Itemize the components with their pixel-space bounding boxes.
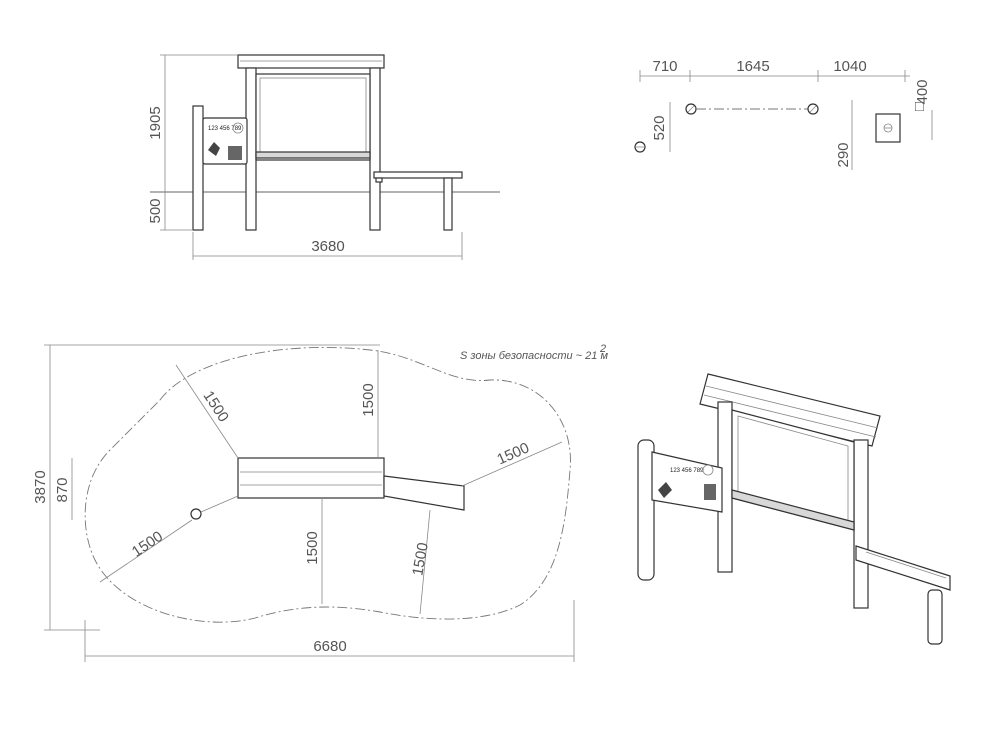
panel-numbers: 123 456 789 [208, 126, 242, 132]
dim-1645: 1645 [736, 58, 769, 75]
iso-game-panel [651, 451, 723, 513]
dim-290: 290 [835, 142, 852, 167]
plan-board [237, 457, 385, 499]
dim-3870: 3870 [32, 470, 49, 503]
dim-width-3680: 3680 [311, 238, 344, 255]
iso-panel-post [637, 439, 655, 581]
radius-label-5: 1500 [304, 531, 321, 564]
panel-post [192, 105, 204, 231]
board-shelf [255, 151, 371, 159]
radius-label-2: 1500 [360, 383, 377, 416]
iso-bench-leg [927, 589, 943, 645]
dim-400: 400 [914, 79, 931, 104]
plan-post [190, 508, 202, 520]
dim-520: 520 [651, 115, 668, 140]
safety-zone-plan: 1500 1500 1500 1500 1500 1500 S зоны без… [32, 343, 608, 662]
iso-panel-numbers: 123 456 789 [670, 468, 704, 474]
bench-leg [443, 177, 453, 231]
radius-label-1: 1500 [200, 388, 232, 425]
iso-roof [699, 373, 881, 447]
dim-height-1905: 1905 [147, 106, 164, 139]
radius-label-3: 1500 [494, 439, 531, 468]
safety-zone-outline [84, 347, 571, 623]
area-superscript: 2 [599, 343, 606, 355]
front-view: 123 456 789 1905 500 3680 [147, 54, 500, 260]
radius-label-4: 1500 [409, 541, 432, 577]
dim-1040: 1040 [833, 58, 866, 75]
roof [237, 54, 385, 69]
iso-post-right [853, 439, 869, 609]
dim-depth-500: 500 [147, 198, 164, 223]
radius-label-6: 1500 [129, 528, 166, 561]
drawing-board [255, 73, 371, 161]
safety-zone-area-label: S зоны безопасности ~ 21 м [460, 350, 608, 362]
square-symbol: □ [915, 98, 924, 115]
post-layout-view: 710 1645 1040 520 290 400 □ [634, 58, 933, 170]
dim-870: 870 [54, 477, 71, 502]
iso-bench-seat [855, 545, 951, 591]
dim-6680: 6680 [313, 638, 346, 655]
frame-right-post [369, 67, 381, 231]
plan-bench [383, 475, 465, 511]
isometric-view: 123 456 789 [637, 373, 951, 645]
bench-seat [373, 171, 463, 179]
dim-710: 710 [652, 58, 677, 75]
